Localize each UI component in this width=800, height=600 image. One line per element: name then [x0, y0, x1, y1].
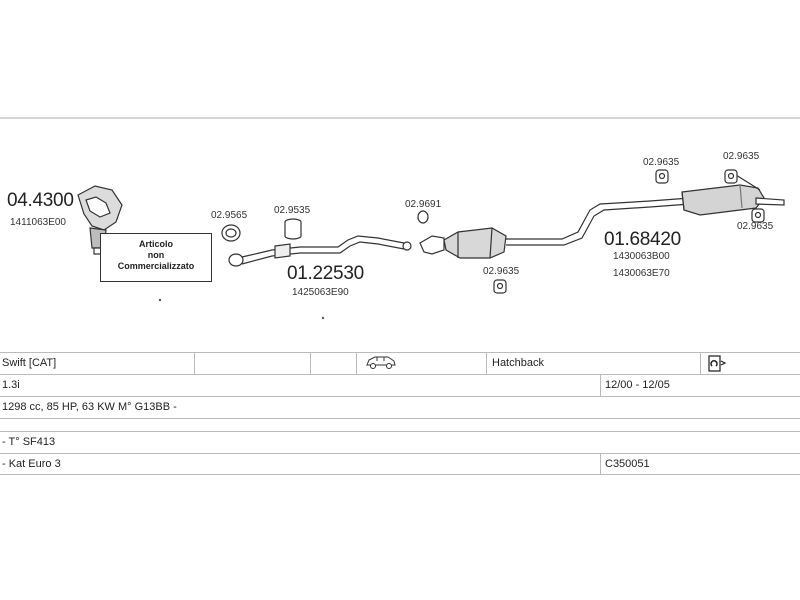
- rubber-hanger-icon: [751, 208, 765, 223]
- table-row-spacer: [0, 418, 800, 431]
- gasket-2-code[interactable]: 02.9535: [274, 205, 311, 216]
- rear-silencer-oe-code-1: 1430063B00: [613, 251, 670, 262]
- table-row: Swift [CAT] Hatchback: [0, 352, 800, 374]
- hanger-3-code[interactable]: 02.9635: [723, 151, 760, 162]
- hanger-1-code[interactable]: 02.9635: [483, 266, 520, 277]
- exhaust-system-diagram: [0, 117, 800, 320]
- engine-cell: 1.3i: [2, 379, 20, 391]
- catalog-code-cell: C350051: [605, 458, 650, 470]
- vehicle-info-table: Swift [CAT] Hatchback 1.3i 12/0: [0, 352, 800, 475]
- front-pipe-code[interactable]: 01.22530: [287, 263, 364, 284]
- table-row: - T° SF413: [0, 431, 800, 453]
- emission-cell: - Kat Euro 3: [2, 458, 61, 470]
- rubber-hanger-icon: [655, 169, 669, 184]
- gasket-1-code[interactable]: 02.9565: [211, 210, 248, 221]
- rear-silencer-code[interactable]: 01.68420: [604, 229, 681, 250]
- period-cell: 12/00 - 12/05: [605, 379, 670, 391]
- rubber-hanger-icon: [724, 169, 738, 184]
- note-line-1: Articolo: [138, 239, 173, 249]
- type-note-cell: - T° SF413: [2, 436, 56, 448]
- marker-dot: [321, 316, 325, 320]
- gasket-ring-icon: [221, 224, 241, 242]
- table-row: 1298 cc, 85 HP, 63 KW M° G13BB -: [0, 396, 800, 418]
- specs-cell: 1298 cc, 85 HP, 63 KW M° G13BB -: [2, 401, 177, 413]
- not-marketed-note: Articolo non Commercializzato: [100, 233, 212, 282]
- table-row: - Kat Euro 3 C350051: [0, 453, 800, 475]
- o-ring-icon: [417, 210, 429, 224]
- car-hatchback-icon: [362, 353, 402, 374]
- rear-silencer-icon: [681, 169, 785, 216]
- document-euro-icon: [704, 353, 730, 374]
- model-cell: Swift [CAT]: [2, 357, 57, 369]
- catalytic-converter-icon: [419, 227, 507, 259]
- gasket-cylinder-icon: [284, 218, 302, 240]
- rear-silencer-oe-code-2: 1430063E70: [613, 268, 670, 279]
- front-pipe-icon: [228, 235, 412, 267]
- intermediate-pipe-icon: [506, 197, 691, 246]
- front-pipe-oe-code: 1425063E90: [292, 287, 349, 298]
- note-line-2: non: [147, 250, 165, 260]
- marker-dot: [158, 298, 162, 302]
- manifold-code[interactable]: 04.4300: [7, 190, 74, 211]
- o-ring-code[interactable]: 02.9691: [405, 199, 442, 210]
- hanger-2-code[interactable]: 02.9635: [643, 157, 680, 168]
- rubber-hanger-icon: [493, 279, 507, 294]
- hanger-4-code[interactable]: 02.9635: [737, 221, 774, 232]
- note-line-3: Commercializzato: [117, 261, 195, 271]
- table-row: 1.3i 12/00 - 12/05: [0, 374, 800, 396]
- body-type-cell: Hatchback: [492, 357, 544, 369]
- manifold-oe-code: 1411063E00: [10, 217, 66, 228]
